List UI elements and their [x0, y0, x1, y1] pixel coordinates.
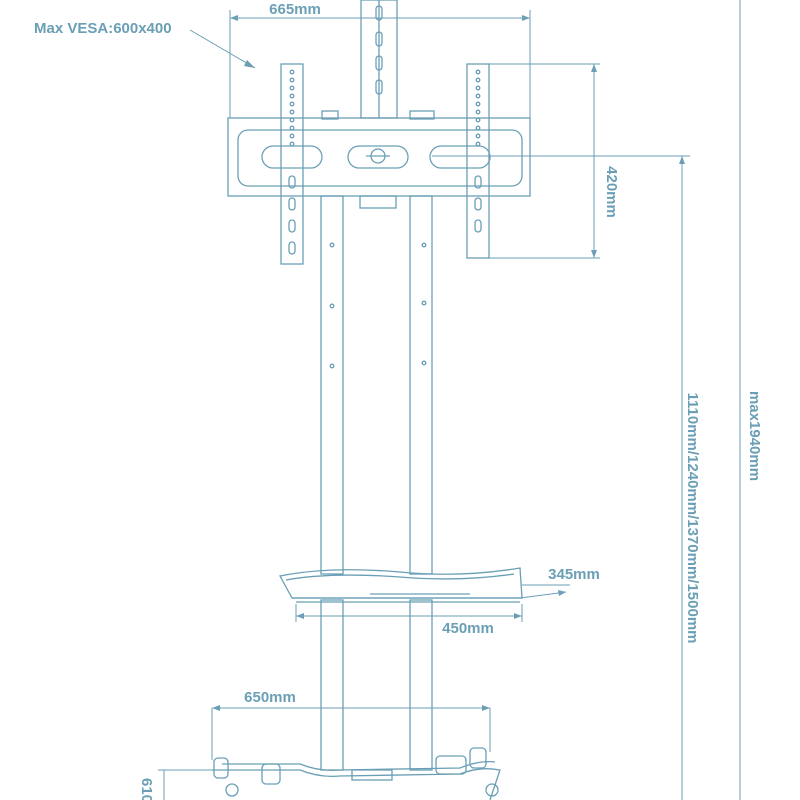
- bracket-width-label: 665mm: [269, 1, 321, 18]
- base: [212, 747, 501, 800]
- base-depth-label: 610: [138, 778, 155, 800]
- base-width-label: 650mm: [244, 689, 296, 706]
- poles: [320, 195, 433, 771]
- max-height-label: max1940mm: [746, 391, 763, 481]
- shelf-width-label: 450mm: [442, 620, 494, 637]
- dimension-arrows: [212, 15, 685, 711]
- bracket-height-label: 420mm: [603, 166, 620, 218]
- shelf-depth-label: 345mm: [548, 566, 600, 583]
- dimension-lines: [158, 0, 741, 800]
- height-range-label: 1110mm/1240mm/1370mm/1500mm: [684, 392, 701, 643]
- mount-bracket-plate: [227, 110, 531, 209]
- vesa-label: Max VESA:600x400: [34, 20, 172, 37]
- left-vesa-arm: [280, 63, 304, 265]
- right-vesa-arm: [466, 63, 490, 259]
- shelf: [279, 567, 523, 603]
